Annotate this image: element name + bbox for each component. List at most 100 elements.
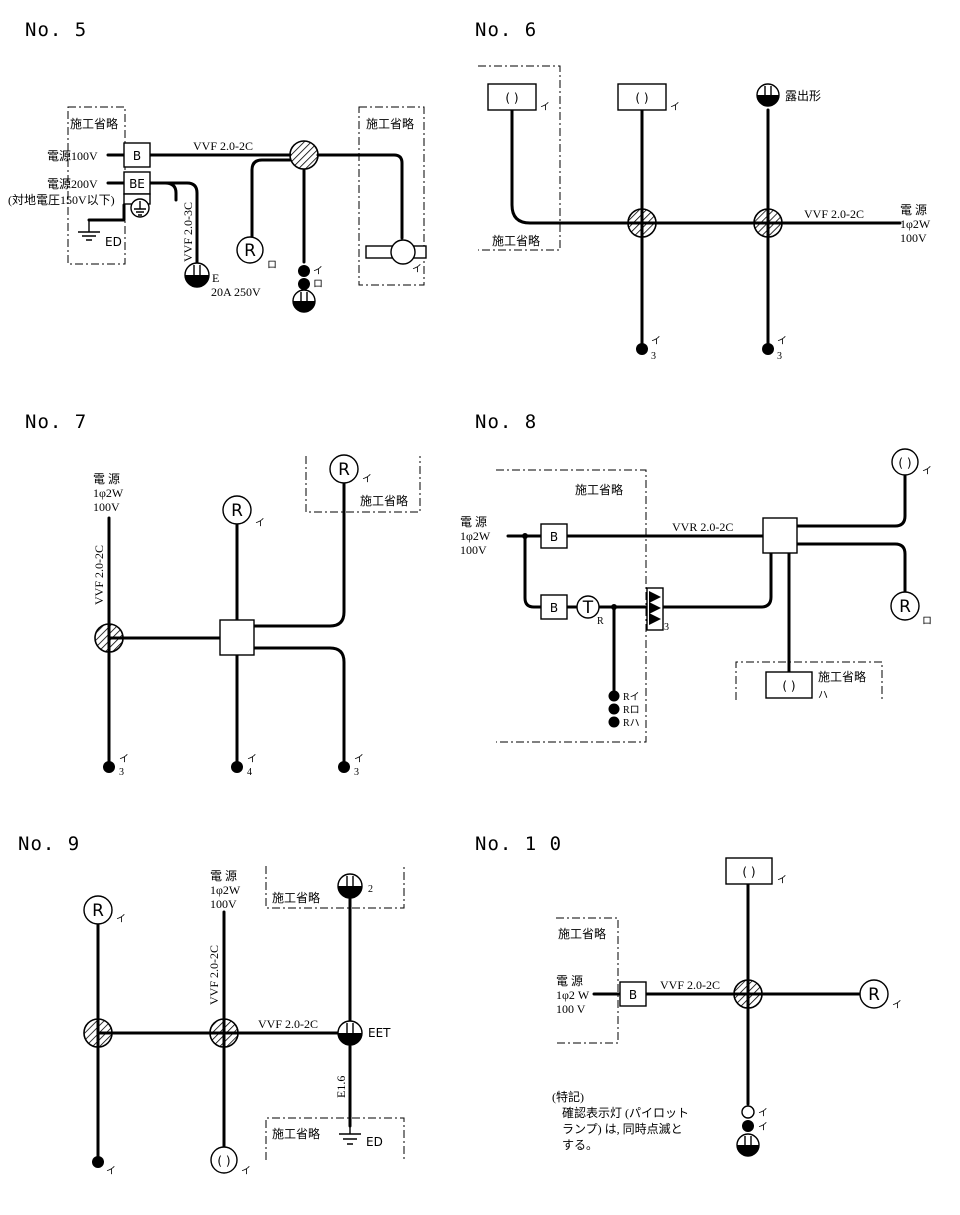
special-note: する。 (562, 1138, 598, 1152)
wire (640, 108, 770, 347)
wire (510, 108, 902, 225)
ceiling-light-symbol: R (899, 597, 911, 617)
omitted-label: 施工省略 (360, 493, 408, 508)
wire (250, 158, 292, 240)
cable-label: VVF 2.0-2C (660, 978, 720, 992)
wire (107, 516, 239, 767)
lamp-label: イ (540, 102, 550, 113)
outlet-icon (764, 86, 772, 95)
outlet-label: EET (368, 1026, 391, 1040)
outlet-label: 露出形 (785, 89, 821, 103)
power-label: 電 源 (460, 515, 487, 529)
pilot-lamp-label: イ (758, 1108, 768, 1119)
wire (612, 551, 773, 694)
omitted-area-no9-top (265, 866, 405, 909)
omitted-label: 施工省略 (492, 233, 540, 248)
ground-wire-label: E1.6 (334, 1076, 348, 1098)
omitted-label: 施工省略 (272, 1126, 320, 1141)
power-note: (対地電圧150V以下) (8, 193, 115, 207)
lamp-label: イ (892, 1000, 902, 1011)
outlet-icon (193, 265, 201, 275)
transformer-icon (576, 595, 600, 619)
lamp-label: イ (670, 102, 680, 113)
relay-icon (649, 591, 661, 625)
ceiling-light-icon (859, 979, 889, 1009)
diagram-no9: No. 9 施工省略 施工省略 電 源 1φ2W 100V VVF 2.0-2C… (18, 833, 405, 1177)
omitted-area-no7 (305, 456, 421, 513)
junction-box-icon (209, 1018, 239, 1048)
remote-switch-icon (608, 703, 620, 715)
ceiling-light-icon (236, 236, 264, 264)
outlet-label: 2 (368, 884, 373, 895)
omitted-area-no8 (496, 469, 647, 743)
diagram-no5-title: No. 5 (25, 19, 87, 41)
diagram-no7-title: No. 7 (25, 411, 87, 433)
power-label: 電 源 (900, 203, 927, 217)
diagram-no10-title: No. 1 0 (475, 833, 562, 855)
remote-switch-icon (608, 716, 620, 728)
power-label: 電 源 (556, 974, 583, 988)
power-label: 電源200V (47, 177, 98, 191)
omitted-area-no10 (556, 917, 619, 1044)
ground-label: ED (366, 1135, 383, 1149)
ceiling-light-symbol: R (868, 985, 880, 1005)
ceiling-light-symbol: R (244, 241, 256, 261)
switch-icon (298, 278, 310, 290)
fluorescent-lamp-icon (390, 239, 416, 265)
pilot-lamp-icon (741, 1105, 755, 1119)
switch-label: イ (313, 266, 323, 277)
remote-switch-label: Rイ (623, 692, 640, 703)
switch-label: イ (651, 336, 661, 347)
ceiling-light-symbol: R (92, 901, 104, 921)
omitted-area-no8-lower (735, 661, 883, 700)
cable-label: VVF 2.0-2C (193, 139, 253, 153)
outlet-icon (300, 292, 308, 301)
switch-icon (103, 761, 115, 773)
switch-label: イ (247, 754, 257, 765)
switch-label: 3 (354, 767, 359, 778)
omitted-label: 施工省略 (558, 926, 606, 941)
switch-label: イ (777, 336, 787, 347)
omitted-area-no6 (478, 65, 561, 251)
relay-label: 3 (664, 622, 669, 633)
outlet-icon (744, 1136, 752, 1145)
diagram-no10: No. 1 0 施工省略 電 源 1φ2 W 100 V B VVF 2.0-2… (475, 833, 902, 1157)
wire (87, 203, 126, 222)
special-note-heading: (特記) (552, 1089, 584, 1104)
breaker-label: B (629, 988, 637, 1002)
ground-icon (339, 1126, 361, 1145)
cable-label: VVR 2.0-2C (672, 520, 733, 534)
breaker-box (619, 981, 647, 1007)
ceiling-light-symbol: R (231, 501, 243, 521)
switch-label: 4 (247, 767, 252, 778)
switch-label: イ (106, 1166, 116, 1177)
ground-terminal-icon (134, 201, 146, 216)
junction-box-icon (94, 623, 124, 653)
ceiling-light-symbol: R (338, 460, 350, 480)
outlet-label: E (212, 271, 219, 285)
joint-box-icon (762, 517, 798, 554)
power-label: 電源100V (47, 149, 98, 163)
cable-label: VVF 2.0-2C (804, 207, 864, 221)
power-label: 電 源 (210, 869, 237, 883)
lamp-label: イ (362, 474, 372, 485)
wire (148, 181, 178, 202)
lamp-label: ハ (818, 690, 828, 701)
junction-box-icon (753, 208, 783, 238)
diagram-no8: No. 8 施工省略 施工省略 電 源 1φ2W 100V B B VVR 2.… (460, 411, 932, 743)
lamp-label: イ (922, 466, 932, 477)
power-label: 100 V (556, 1002, 586, 1016)
breaker-box (540, 594, 568, 620)
outlet-eet-icon (338, 1033, 362, 1045)
outlet-icon (293, 301, 315, 312)
outlet-icon (757, 95, 779, 106)
remote-switch-label: Rハ (623, 718, 640, 729)
ground-label: ED (105, 235, 122, 249)
ceiling-light-icon (329, 454, 359, 484)
omitted-label: 施工省略 (575, 482, 623, 497)
pendant-light-icon (891, 448, 919, 476)
power-label: 100V (210, 897, 237, 911)
lamp-label: ロ (922, 616, 932, 627)
switch-icon (636, 343, 648, 355)
